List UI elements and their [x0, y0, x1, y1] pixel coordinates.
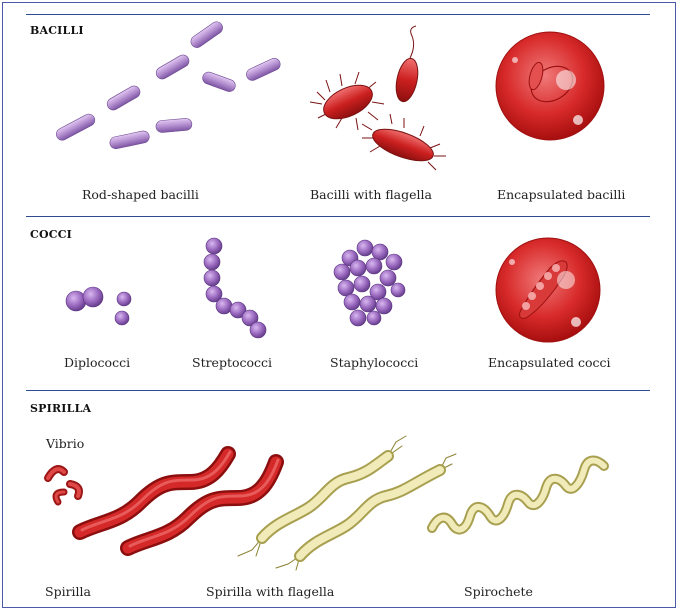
vibrio-art — [44, 465, 83, 506]
rod-shaped-bacilli-label: Rod-shaped bacilli — [82, 187, 199, 202]
spirilla-with-flagella-label: Spirilla with flagella — [206, 584, 335, 599]
spirilla-with-flagella-art — [237, 435, 457, 571]
streptococci-label: Streptococci — [192, 355, 273, 370]
staphylococci-art — [333, 239, 406, 327]
bacilli-with-flagella-label: Bacilli with flagella — [310, 187, 432, 202]
diplococci-label: Diplococci — [64, 355, 131, 370]
spirochete-label: Spirochete — [464, 584, 533, 599]
streptococci-art — [203, 237, 267, 339]
spirilla-art — [72, 446, 284, 556]
diplococci-art — [65, 286, 132, 326]
encapsulated-cocci-label: Encapsulated cocci — [488, 355, 611, 370]
spirilla-label: Spirilla — [45, 584, 91, 599]
cocci-heading: COCCI — [30, 228, 72, 241]
encapsulated-cocci-art — [495, 237, 601, 343]
cocci-spirilla-divider — [26, 390, 650, 391]
staphylococci-label: Staphylococci — [330, 355, 419, 370]
encapsulated-bacilli-label: Encapsulated bacilli — [497, 187, 626, 202]
top-rule — [26, 14, 650, 15]
bacilli-cocci-divider — [26, 216, 650, 217]
encapsulated-bacilli-art — [495, 31, 605, 141]
vibrio-label: Vibrio — [46, 436, 85, 451]
bacilli-heading: BACILLI — [30, 24, 84, 37]
spirilla-heading: SPIRILLA — [30, 402, 92, 415]
spirochete-art — [427, 455, 609, 535]
flagellated-bacilli-art — [309, 25, 446, 171]
rod-shaped-bacilli-art — [55, 21, 281, 150]
